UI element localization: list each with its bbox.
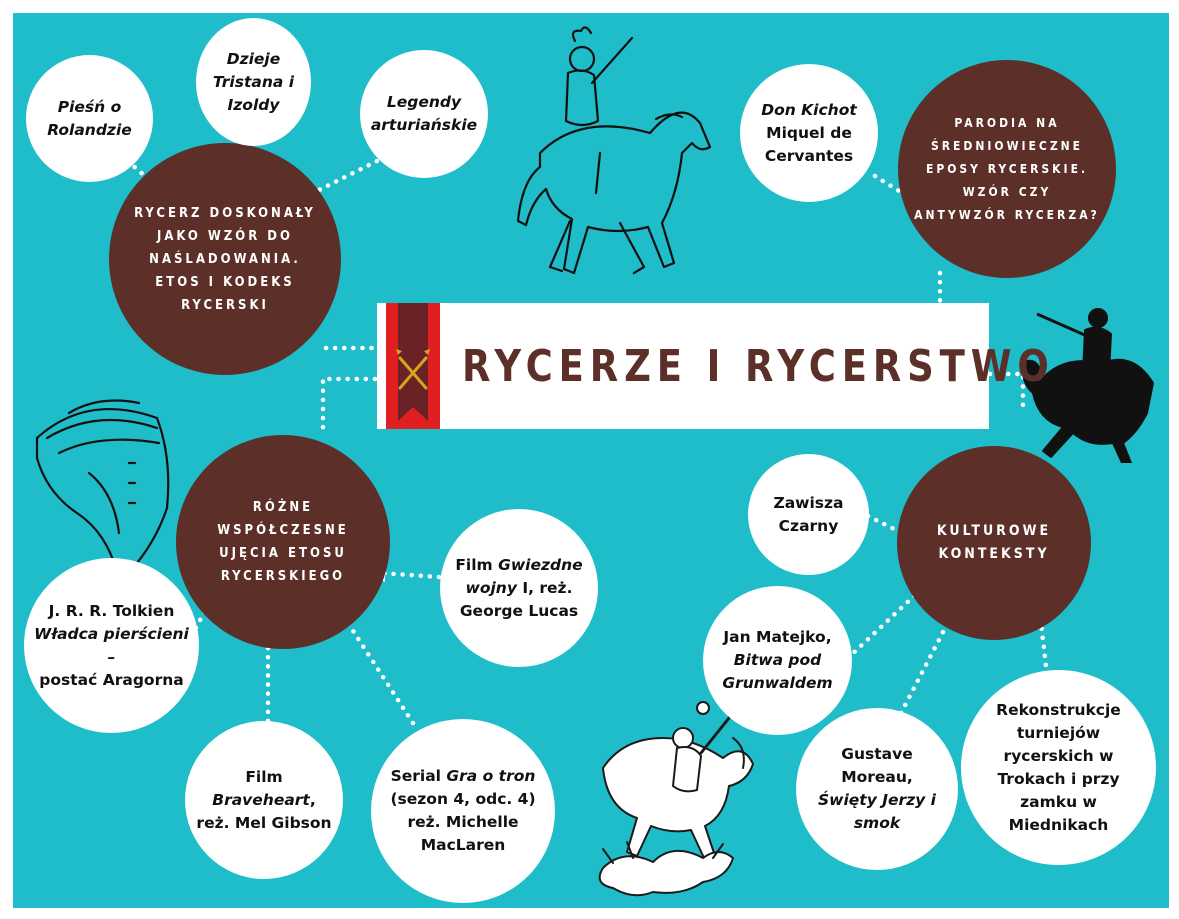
bubble-braveheart-pre: Film xyxy=(245,767,283,786)
bubble-reconstructions: Rekonstrukcje turniejów rycerskich w Tro… xyxy=(961,670,1156,865)
bubble-braveheart-title: Braveheart xyxy=(212,790,310,809)
hub-modern-label: Różne współczesne ujęcia etosu rycerskie… xyxy=(217,500,349,584)
heraldic-banner-icon xyxy=(386,303,440,429)
bubble-don-kichot: Don Kichot Miquel de Cervantes xyxy=(740,64,878,202)
mind-map-canvas: RYCERZE I RYCERSTWO Rycerz doskonały jak… xyxy=(13,13,1169,908)
bubble-braveheart: Film Braveheart, reż. Mel Gibson xyxy=(185,721,343,879)
bubble-braveheart-post: , reż. Mel Gibson xyxy=(196,790,332,832)
hub-cultural-contexts: Kulturowe konteksty xyxy=(897,446,1091,640)
bubble-moreau-title: Święty Jerzy i smok xyxy=(818,791,936,832)
knight-on-horse xyxy=(516,26,712,275)
bubble-donkichot-author: Miquel de Cervantes xyxy=(764,123,854,165)
bubble-starwars-pre: Film xyxy=(455,555,493,574)
bubble-arthur-text: Legendy arturiańskie xyxy=(370,93,478,134)
bubble-got-title: Gra o tron xyxy=(446,767,536,785)
hub-cultural-label: Kulturowe konteksty xyxy=(936,523,1052,562)
link-moreau xyxy=(898,608,957,716)
bubble-zawisza: Zawisza Czarny xyxy=(748,454,869,575)
hub-parody: Parodia na średniowieczne eposy rycerski… xyxy=(898,60,1116,278)
hub-knight-ideal-label: Rycerz doskonały jako wzór do naśladowan… xyxy=(134,205,316,313)
central-title-box: RYCERZE I RYCERSTWO xyxy=(377,303,1049,429)
saint-george-and-dragon xyxy=(598,701,754,897)
bubble-tristan-text: Dzieje Tristana i Izoldy xyxy=(212,49,295,114)
bubble-star-wars: Film Gwiezdne wojny I, reż. George Lucas xyxy=(440,509,598,667)
bubble-tolkien: J. R. R. Tolkien Władca pierścieni – pos… xyxy=(24,558,199,733)
link-starwars xyxy=(378,570,442,580)
helmet xyxy=(35,399,170,575)
bubble-moreau-author: Gustave Moreau, xyxy=(841,745,913,786)
bubble-tolkien-author: J. R. R. Tolkien xyxy=(48,601,175,620)
hub-parody-label: Parodia na średniowieczne eposy rycerski… xyxy=(914,115,1100,222)
bubble-game-of-thrones: Serial Gra o tron (sezon 4, odc. 4) reż.… xyxy=(371,719,555,903)
bubble-tolkien-title: Władca pierścieni – xyxy=(34,624,189,666)
bubble-tristan: Dzieje Tristana i Izoldy xyxy=(196,18,311,146)
link-got xyxy=(343,617,416,726)
bubble-got-pre: Serial xyxy=(390,767,441,785)
link-title-cultural xyxy=(987,371,1026,408)
bubble-starwars-post: I, reż. George Lucas xyxy=(459,578,579,620)
bubble-matejko-author: Jan Matejko, xyxy=(723,628,832,646)
hub-modern-approaches: Różne współczesne ujęcia etosu rycerskie… xyxy=(176,435,390,649)
link-arthur xyxy=(304,154,388,199)
hub-knight-ideal: Rycerz doskonały jako wzór do naśladowan… xyxy=(109,143,341,375)
bubble-matejko: Jan Matejko, Bitwa pod Grunwaldem xyxy=(703,586,852,735)
bubble-got-post: (sezon 4, odc. 4) reż. Michelle MacLaren xyxy=(390,790,536,854)
link-matejko xyxy=(845,577,934,661)
bubble-starwars-title: Gwiezdne wojny xyxy=(465,555,583,597)
bubble-reconstruction-text: Rekonstrukcje turniejów rycerskich w Tro… xyxy=(996,700,1121,834)
bubble-roland-text: Pieśń o Rolandzie xyxy=(47,97,132,139)
link-title-modern xyxy=(320,376,378,438)
bubble-roland: Pieśń o Rolandzie xyxy=(26,55,153,182)
bubble-tolkien-rest: postać Aragorna xyxy=(39,670,184,689)
bubble-zawisza-text: Zawisza Czarny xyxy=(773,493,844,535)
bubble-arthur: Legendy arturiańskie xyxy=(360,50,488,178)
page-title: RYCERZE I RYCERSTWO xyxy=(462,340,1055,392)
bubble-moreau: Gustave Moreau, Święty Jerzy i smok xyxy=(796,708,958,870)
bubble-donkichot-title: Don Kichot xyxy=(761,100,857,119)
knight-on-rearing-horse xyxy=(1021,308,1154,463)
bubble-matejko-title: Bitwa pod Grunwaldem xyxy=(722,651,833,692)
